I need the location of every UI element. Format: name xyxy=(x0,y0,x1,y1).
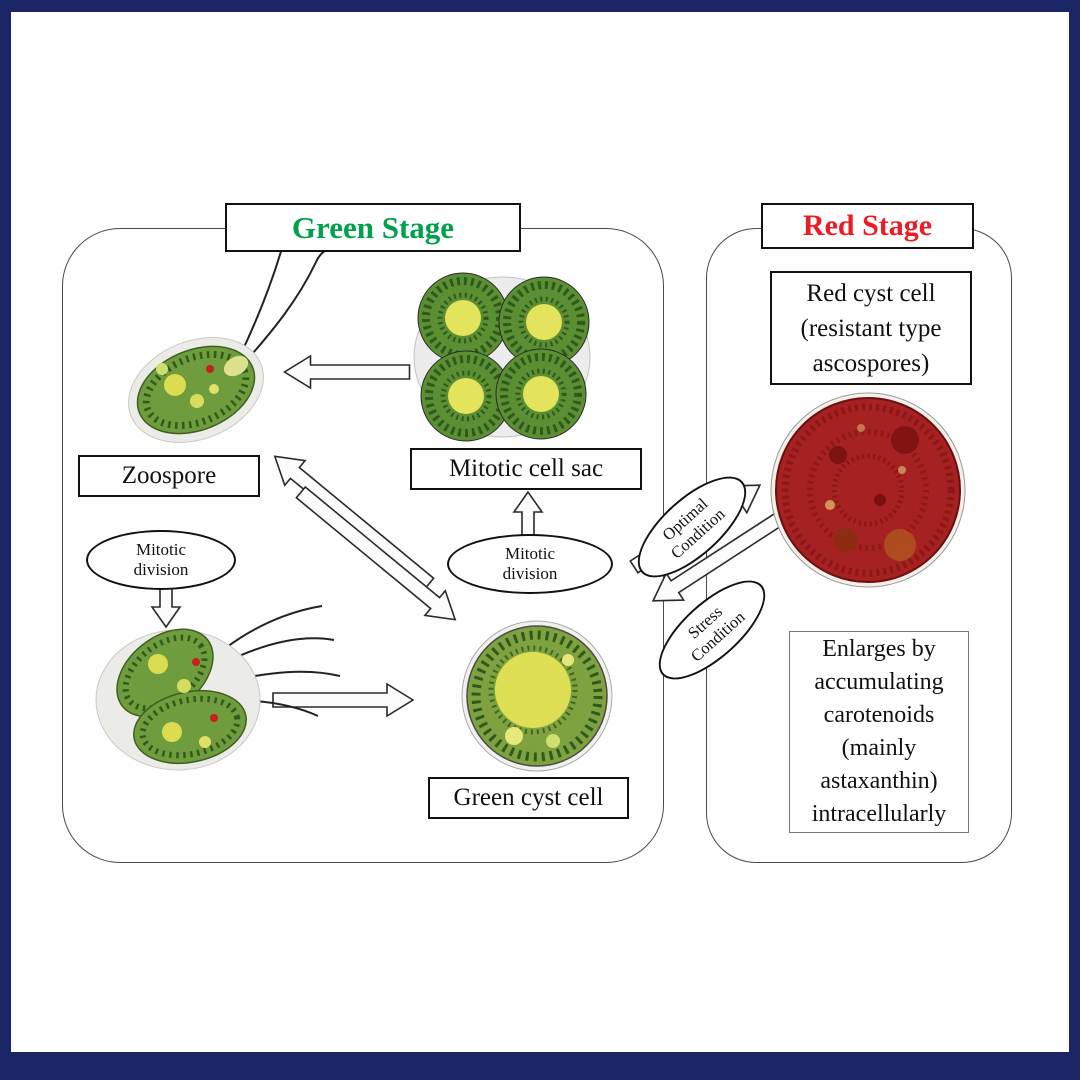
cyst-speckles xyxy=(831,453,905,527)
arrow-cellsac-to-zoospore xyxy=(282,354,411,390)
zoospore-pair-illustration xyxy=(95,605,341,771)
green-stage-title: Green Stage xyxy=(225,203,521,252)
arrow-zoospore-to-division xyxy=(295,485,457,621)
organelle xyxy=(148,654,168,674)
inclusion xyxy=(891,426,919,454)
organelle xyxy=(505,727,523,745)
cyst-center xyxy=(495,652,571,728)
organelle xyxy=(177,679,191,693)
red-stage-title: Red Stage xyxy=(761,203,974,249)
enlarges-note: Enlarges by accumulating carotenoids (ma… xyxy=(789,631,969,833)
cyst-speckles xyxy=(807,429,929,551)
frame-bottom xyxy=(0,1052,1080,1080)
mitotic-cell-sac-illustration xyxy=(413,272,591,442)
organelle xyxy=(546,734,560,748)
arrow-zoospore-to-greencyst xyxy=(272,682,415,718)
mitotic-cell-sac-label: Mitotic cell sac xyxy=(410,448,642,490)
cell-speckles xyxy=(139,695,241,759)
inclusion xyxy=(884,529,916,561)
granule xyxy=(825,500,835,510)
flagellum xyxy=(217,605,323,655)
cyst-speckles xyxy=(471,630,603,762)
cyst-speckles xyxy=(781,403,955,577)
eyespot xyxy=(210,714,218,722)
mitotic-division-upper-oval: Mitotic division xyxy=(86,530,236,590)
organelle xyxy=(190,394,204,408)
organelle xyxy=(164,374,186,396)
granule xyxy=(898,466,906,474)
arrow-greencyst-to-zoospore xyxy=(273,455,435,591)
anterior-tip xyxy=(223,355,249,377)
arrow-mitotic-division-down xyxy=(150,584,182,629)
eyespot xyxy=(192,658,200,666)
center-speckles xyxy=(488,645,578,735)
zoospore-illustration xyxy=(128,230,338,443)
frame-right xyxy=(1069,0,1080,1080)
flagellum xyxy=(244,248,338,363)
arrow-mitotic-division-up xyxy=(512,490,544,537)
cyst-body xyxy=(775,397,961,583)
eyespot xyxy=(206,365,214,373)
red-cyst-cell-illustration xyxy=(770,392,966,588)
mitotic-division-lower-oval: Mitotic division xyxy=(447,534,613,594)
frame-top xyxy=(0,0,1080,12)
red-cyst-cell-label: Red cyst cell (resistant type ascospores… xyxy=(770,271,972,385)
frame-left xyxy=(0,0,11,1080)
green-cyst-cell-illustration xyxy=(461,620,613,772)
green-cyst-cell-label: Green cyst cell xyxy=(428,777,629,819)
organelle xyxy=(156,363,168,375)
inclusion xyxy=(833,528,857,552)
inclusion xyxy=(829,446,847,464)
organelle xyxy=(562,654,574,666)
daughter-cells xyxy=(417,272,590,442)
inclusion xyxy=(874,494,886,506)
organelle xyxy=(199,736,211,748)
organelle xyxy=(162,722,182,742)
granule xyxy=(857,424,865,432)
organelle xyxy=(209,384,219,394)
zoospore-label: Zoospore xyxy=(78,455,260,497)
